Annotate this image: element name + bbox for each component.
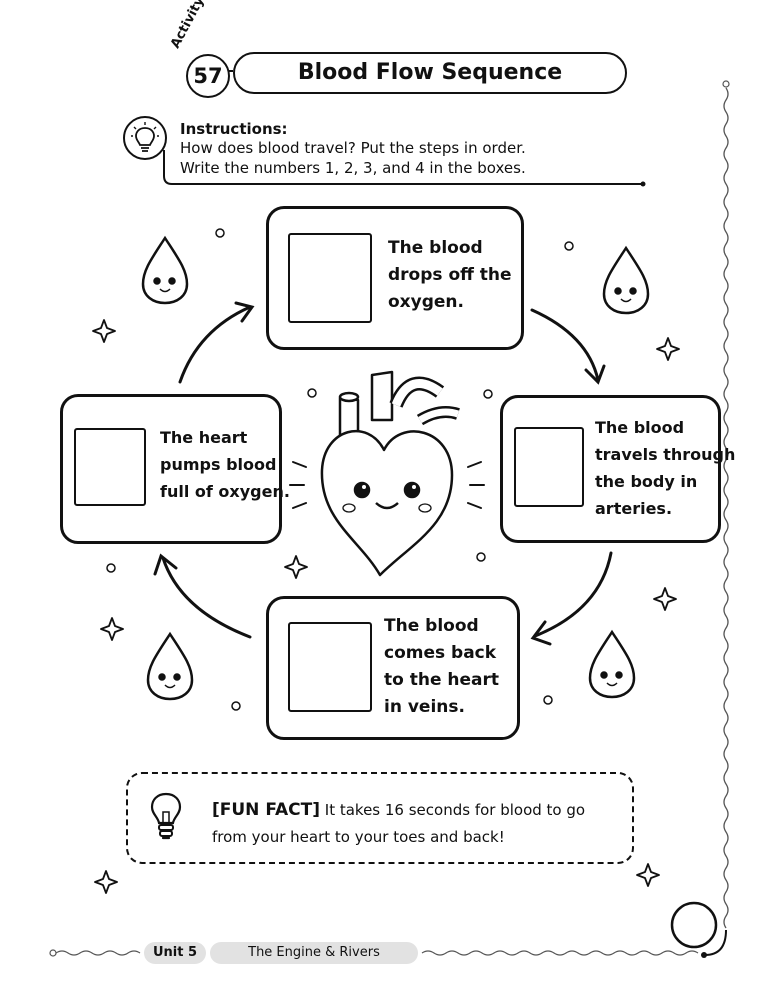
smiling-blood-drop-icon (588, 629, 636, 699)
step-text-line: comes back (384, 643, 497, 663)
instructions-title: Instructions: (180, 120, 288, 138)
sparkle-star-icon (92, 319, 680, 894)
fun-fact-label: [FUN FACT] (212, 800, 320, 820)
footer-unit-label: Unit 5 (144, 942, 206, 964)
instructions-line-1: How does blood travel? Put the steps in … (180, 139, 526, 157)
cycle-arrows (153, 301, 613, 646)
step-text-line: full of oxygen. (160, 482, 290, 501)
step-text-heart-pumps: The heart pumps blood full of oxygen. (160, 424, 290, 505)
step-text-line: travels through (595, 445, 736, 464)
fun-fact-text: [FUN FACT] It takes 16 seconds for blood… (212, 797, 612, 851)
fun-fact-box (126, 772, 634, 864)
step-text-drops-oxygen: The blood drops off the oxygen. (388, 235, 512, 316)
arrow-top-to-right (530, 308, 600, 382)
page-title: Blood Flow Sequence (233, 52, 627, 94)
step-text-line: The heart (160, 428, 248, 447)
smiling-blood-drop-icon (602, 245, 650, 315)
fun-fact-body: It takes 16 seconds for blood to go from… (212, 801, 586, 846)
step-text-line: the body in (595, 472, 698, 491)
footer-wavy-line (55, 950, 699, 956)
step-text-arteries: The blood travels through the body in ar… (595, 414, 735, 522)
heart-rays (289, 461, 485, 509)
lightbulb-icon (146, 790, 186, 842)
answer-box-heart-pumps[interactable] (74, 428, 146, 506)
smiling-blood-drop-icon (141, 235, 189, 305)
corner-circle (670, 901, 718, 949)
step-text-line: pumps blood (160, 455, 277, 474)
step-text-line: oxygen. (388, 292, 464, 312)
step-text-line: The blood (384, 616, 479, 636)
answer-box-veins[interactable] (288, 622, 372, 712)
lightbulb-icon (123, 116, 167, 160)
step-text-line: The blood (388, 238, 483, 258)
answer-box-drops-oxygen[interactable] (288, 233, 372, 323)
step-text-line: to the heart (384, 670, 500, 690)
arrow-right-to-bottom (533, 551, 613, 638)
smiling-heart-icon (320, 370, 460, 577)
dot-circles (106, 228, 574, 711)
footer-chapter-label: The Engine & Rivers (210, 942, 418, 964)
step-text-veins: The blood comes back to the heart in vei… (384, 613, 499, 721)
arrow-left-to-top (178, 305, 252, 384)
step-text-line: The blood (595, 418, 685, 437)
instructions-underline (163, 150, 643, 185)
right-wavy-border (723, 87, 729, 929)
activity-number-badge: 57 (186, 54, 230, 98)
step-text-line: arteries. (595, 499, 673, 518)
instructions-line-2: Write the numbers 1, 2, 3, and 4 in the … (180, 159, 526, 177)
step-text-line: in veins. (384, 697, 465, 717)
arrow-bottom-to-left (161, 556, 252, 639)
smiling-blood-drop-icon (146, 631, 194, 701)
answer-box-arteries[interactable] (514, 427, 584, 507)
step-text-line: drops off the (388, 265, 512, 285)
